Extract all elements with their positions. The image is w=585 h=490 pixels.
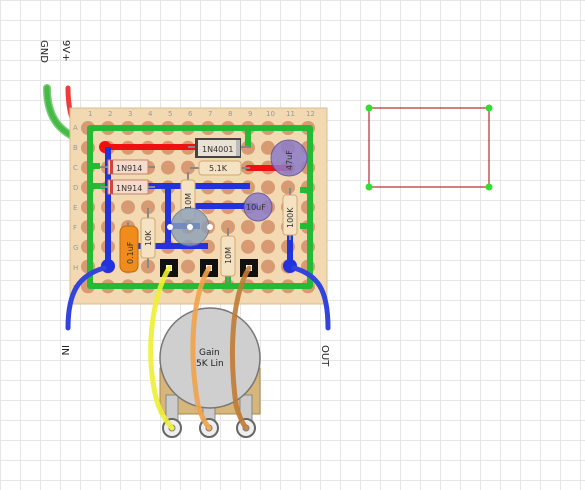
selection-handle[interactable] bbox=[485, 183, 493, 191]
resistor-body bbox=[140, 217, 156, 259]
col-label: 7 bbox=[208, 110, 212, 118]
resistor-5k1-label: 5.1K bbox=[209, 164, 228, 173]
board-hole bbox=[161, 160, 175, 175]
pot-knob bbox=[159, 307, 261, 409]
diode-1n914-a-label: 1N914 bbox=[116, 164, 142, 173]
transistor bbox=[167, 207, 213, 247]
col-label: 9 bbox=[248, 110, 252, 118]
resistor-10m-b-label: 10M bbox=[224, 247, 233, 264]
diode-1n914-a: 1N914 bbox=[100, 159, 155, 175]
out-wire bbox=[291, 265, 331, 331]
board-hole bbox=[121, 200, 135, 215]
in-label: IN bbox=[59, 345, 70, 355]
selection-handle[interactable] bbox=[365, 183, 373, 191]
capacitor-47uf: 47uF bbox=[270, 139, 308, 177]
board-hole bbox=[181, 160, 195, 175]
column-labels: 1 2 3 4 5 6 7 8 9 10 11 12 bbox=[88, 110, 315, 118]
resistor-10m-b: 10M bbox=[220, 228, 236, 282]
ground-ring bbox=[87, 125, 313, 289]
board-hole bbox=[281, 180, 295, 195]
capacitor-10uf-label: 10uF bbox=[246, 203, 266, 212]
gain-pot: Gain 5K Lin bbox=[159, 307, 261, 438]
selection-handle[interactable] bbox=[485, 104, 493, 112]
selection-handle[interactable] bbox=[365, 104, 373, 112]
row-label: D bbox=[73, 184, 78, 192]
capacitor-body bbox=[243, 192, 273, 222]
col-label: 3 bbox=[128, 110, 132, 118]
selection-box[interactable] bbox=[365, 104, 493, 191]
resistor-100k: 100K bbox=[282, 188, 298, 240]
diode-body bbox=[107, 179, 149, 195]
pot-wire-yellow bbox=[148, 265, 175, 431]
capacitor-body bbox=[270, 139, 308, 177]
col-label: 10 bbox=[266, 110, 275, 118]
pot-label-line2: 5K Lin bbox=[196, 359, 224, 369]
diode-1n914-b: 1N914 bbox=[100, 179, 155, 195]
board-hole bbox=[261, 259, 275, 274]
pot-wire-orange bbox=[190, 265, 212, 431]
board-hole bbox=[261, 140, 275, 155]
board-hole bbox=[261, 180, 275, 195]
diode-1n914-b-label: 1N914 bbox=[116, 184, 142, 193]
diode-1n4001: 1N4001 bbox=[188, 138, 250, 158]
out-label: OUT bbox=[319, 345, 330, 367]
board-hole bbox=[181, 259, 195, 274]
diode-1n4001-label: 1N4001 bbox=[202, 145, 233, 154]
v9-label: 9V+ bbox=[60, 40, 71, 62]
resistor-10k: 10K bbox=[140, 208, 156, 268]
resistor-10m-a-label: 10M bbox=[184, 193, 193, 210]
col-label: 5 bbox=[168, 110, 172, 118]
in-wire bbox=[65, 265, 107, 331]
diode-body bbox=[107, 159, 149, 175]
board-hole bbox=[261, 239, 275, 254]
resistor-100k-label: 100K bbox=[286, 207, 295, 228]
resistor-10k-label: 10K bbox=[144, 230, 153, 246]
row-label: F bbox=[73, 224, 77, 232]
col-label: 11 bbox=[286, 110, 295, 118]
board-hole bbox=[141, 200, 155, 215]
pot-label-line1: Gain bbox=[199, 348, 220, 358]
resistor-body bbox=[220, 235, 236, 277]
row-label: E bbox=[73, 204, 77, 212]
pot-wire-brown bbox=[229, 265, 252, 431]
row-label: G bbox=[73, 244, 78, 252]
gnd-label: GND bbox=[38, 40, 49, 63]
capacitor-10uf: 10uF bbox=[243, 192, 273, 222]
board-hole bbox=[241, 239, 255, 254]
capacitor-01uf-label: 0.1uF bbox=[126, 241, 135, 264]
row-label: B bbox=[73, 144, 78, 152]
capacitor-01uf: 0.1uF bbox=[119, 222, 139, 273]
col-label: 8 bbox=[228, 110, 232, 118]
resistor-5k1: 5.1K bbox=[190, 160, 250, 176]
selection-rect[interactable] bbox=[368, 107, 490, 188]
resistor-body bbox=[282, 194, 298, 236]
row-label: A bbox=[73, 124, 78, 132]
board-hole bbox=[261, 220, 275, 234]
board-hole bbox=[221, 220, 235, 234]
row-label: H bbox=[73, 264, 78, 272]
row-label: C bbox=[73, 164, 78, 172]
col-label: 1 bbox=[88, 110, 92, 118]
capacitor-47uf-label: 47uF bbox=[285, 150, 294, 170]
capacitor-body bbox=[119, 225, 139, 273]
col-label: 4 bbox=[148, 110, 153, 118]
col-label: 6 bbox=[188, 110, 193, 118]
col-label: 12 bbox=[306, 110, 315, 118]
board-hole bbox=[241, 220, 255, 234]
col-label: 2 bbox=[108, 110, 112, 118]
resistor-body bbox=[198, 160, 242, 176]
